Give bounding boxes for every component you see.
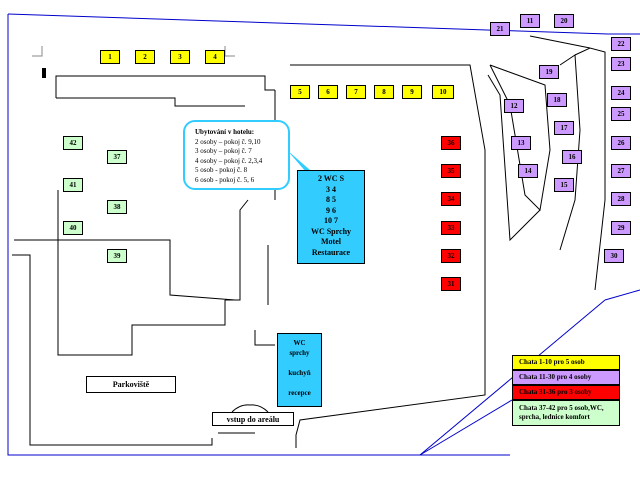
cabin-32: 32 xyxy=(441,249,461,263)
road xyxy=(290,64,486,448)
hotel-info-line: 5 osob - pokoj č. 8 xyxy=(195,166,248,174)
cabin-6: 6 xyxy=(318,85,338,99)
hotel-info-title: Ubytování v hotelu: xyxy=(195,128,255,136)
entrance-gate xyxy=(231,404,269,413)
road-right xyxy=(559,54,581,251)
cabin-17: 17 xyxy=(554,121,574,135)
motel-line: 10 7 xyxy=(324,216,338,225)
gate-post xyxy=(42,68,46,78)
cabin-31: 31 xyxy=(441,277,461,291)
reception-building: WC sprchy kuchyň recepce xyxy=(277,333,322,407)
cabin-39: 39 xyxy=(107,249,127,263)
cabin-38: 38 xyxy=(107,200,127,214)
reception-line: sprchy xyxy=(289,349,310,357)
reception-line: WC xyxy=(293,339,306,347)
cabin-10: 10 xyxy=(432,85,454,99)
cabin-8: 8 xyxy=(374,85,394,99)
cabin-29: 29 xyxy=(611,221,631,235)
legend-yellow: Chata 1-10 pro 5 osob xyxy=(512,355,620,370)
cabin-42: 42 xyxy=(63,136,83,150)
cabin-20: 20 xyxy=(554,14,574,28)
cabin-18: 18 xyxy=(547,93,567,107)
cabin-40: 40 xyxy=(63,221,83,235)
hotel-info-callout: Ubytování v hotelu: 2 osoby – pokoj č. 9… xyxy=(183,120,290,190)
road xyxy=(57,190,226,356)
cabin-33: 33 xyxy=(441,221,461,235)
cabin-16: 16 xyxy=(562,150,582,164)
legend-purple: Chata 11-30 pro 4 osoby xyxy=(512,370,620,385)
road-right xyxy=(574,47,606,291)
road xyxy=(254,330,275,346)
road-loop xyxy=(487,74,541,242)
entrance-label: vstup do areálu xyxy=(212,412,294,426)
cabin-22-top: 22 xyxy=(611,37,631,51)
legend-green: Chata 37-42 pro 5 osob,WC, sprcha, ledni… xyxy=(512,400,620,426)
cabin-11: 11 xyxy=(520,14,540,28)
site-boundary-right xyxy=(604,289,640,301)
hotel-info-line: 3 osoby – pokoj č. 7 xyxy=(195,147,252,155)
reception-line: kuchyň xyxy=(288,369,311,377)
motel-line: Restaurace xyxy=(311,247,351,257)
cabin-3: 3 xyxy=(170,50,190,64)
road xyxy=(225,199,249,301)
cabin-14: 14 xyxy=(518,164,538,178)
motel-line: WC Sprchy xyxy=(310,226,352,236)
cabin-21: 21 xyxy=(490,22,510,36)
cabin-37: 37 xyxy=(107,150,127,164)
parking-label: Parkoviště xyxy=(86,376,176,393)
cabin-9: 9 xyxy=(402,85,422,99)
motel-line: Motel xyxy=(321,237,341,246)
reception-line xyxy=(278,358,321,368)
cabin-35: 35 xyxy=(441,164,461,178)
reception-line: recepce xyxy=(288,389,311,397)
motel-line: 8 5 xyxy=(326,195,336,204)
cabin-26: 26 xyxy=(611,136,631,150)
cabin-2: 2 xyxy=(135,50,155,64)
cabin-4: 4 xyxy=(205,50,225,64)
road xyxy=(55,75,275,98)
road xyxy=(14,239,236,301)
road xyxy=(12,254,213,446)
hotel-info-line: 2 osoby – pokoj č. 9,10 xyxy=(195,137,261,146)
cabin-30: 30 xyxy=(604,249,624,263)
cabin-27: 27 xyxy=(611,164,631,178)
motel-line: 2 WC S xyxy=(317,174,345,183)
callout-pointer xyxy=(287,150,310,172)
cabin-12: 12 xyxy=(504,99,524,113)
hotel-info-line: 6 osob - pokoj č. 5, 6 xyxy=(195,175,255,184)
motel-building: 2 WC S 3 4 8 5 9 6 10 7 WC Sprchy Motel … xyxy=(297,170,365,264)
cabin-25: 25 xyxy=(611,107,631,121)
site-boundary xyxy=(7,13,640,35)
cabin-24: 24 xyxy=(611,86,631,100)
cabin-7: 7 xyxy=(346,85,366,99)
cabin-36: 36 xyxy=(441,136,461,150)
legend-leader xyxy=(419,399,513,456)
cabin-1: 1 xyxy=(100,50,120,64)
cabin-5: 5 xyxy=(290,85,310,99)
site-boundary-bottom xyxy=(7,14,510,456)
legend-red: Chata 31-36 pro 3 osoby xyxy=(512,385,620,400)
reception-line xyxy=(278,378,321,388)
cabin-19: 19 xyxy=(539,65,559,79)
motel-line: 3 4 xyxy=(326,184,336,194)
cabin-13: 13 xyxy=(511,136,531,150)
cabin-15: 15 xyxy=(554,178,574,192)
cabin-41: 41 xyxy=(63,178,83,192)
cabin-23: 23 xyxy=(611,57,631,71)
cabin-22-bottom: 28 xyxy=(611,192,631,206)
road xyxy=(56,97,245,107)
cabin-34: 34 xyxy=(441,192,461,206)
motel-line: 9 6 xyxy=(326,205,336,215)
hotel-info-line: 4 osoby – pokoj č. 2,3,4 xyxy=(195,156,263,165)
